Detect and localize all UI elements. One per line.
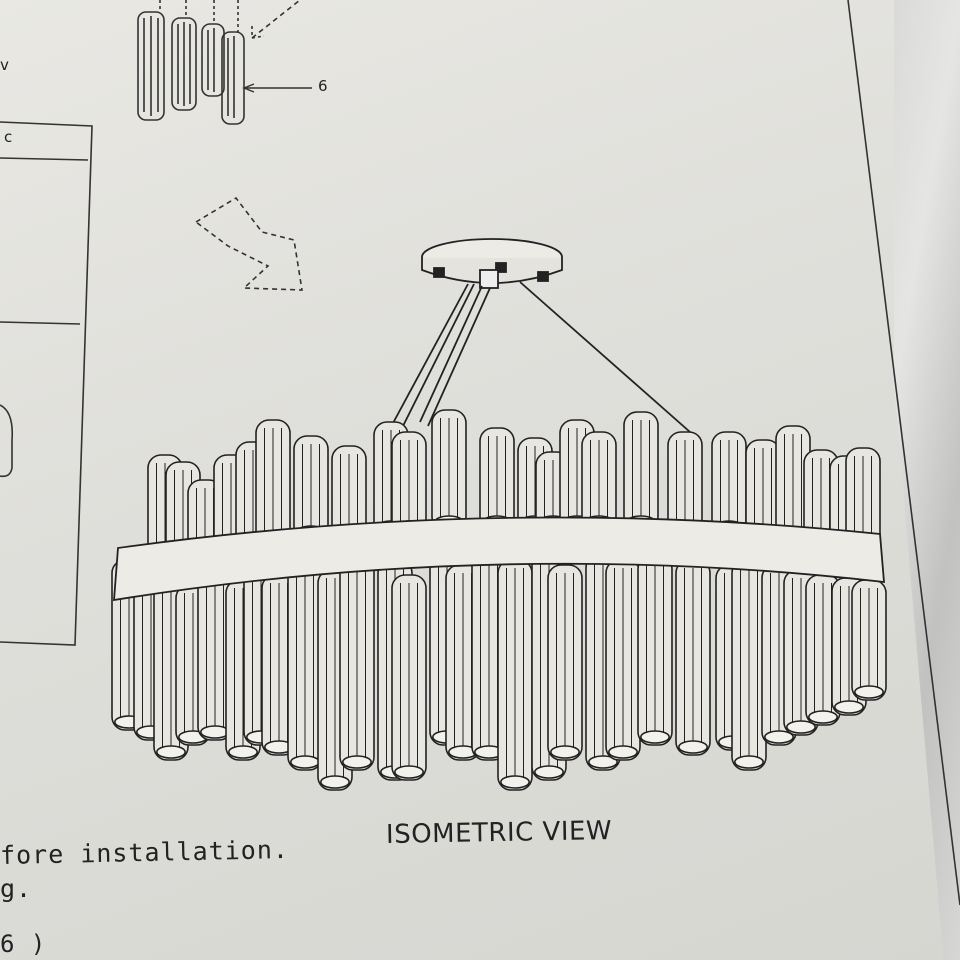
ceiling-canopy <box>421 238 563 289</box>
crystal-rod-lower <box>637 555 673 746</box>
crystal-rod-upper <box>293 435 329 541</box>
installation-note-2: g. <box>0 874 33 903</box>
crystal-rod-lower <box>339 555 375 771</box>
crystal-rod-upper <box>255 419 291 546</box>
crystal-rod-lower <box>287 559 323 771</box>
installation-note-3: 6 ) <box>0 930 47 958</box>
crystal-rod-lower <box>605 559 641 761</box>
crystal-rod-lower <box>497 559 533 791</box>
crystal-rod-upper <box>431 409 467 531</box>
chandelier-body <box>111 409 887 791</box>
installation-note-1: fore installation. <box>0 834 290 871</box>
chandelier-ring <box>113 516 885 602</box>
top-left-text-fragment: v <box>0 56 10 74</box>
crystal-detail <box>137 0 312 125</box>
crystal-rod-lower <box>851 579 887 701</box>
table-header-fragment: c <box>4 128 14 146</box>
spec-table-fragment <box>0 121 93 646</box>
figure-caption: ISOMETRIC VIEW <box>385 816 613 850</box>
crystal-rod-lower <box>547 564 583 761</box>
crystal-rod-upper <box>623 411 659 531</box>
crystal-rod-upper <box>581 431 617 531</box>
page-border-right <box>847 0 960 906</box>
crystal-rod-lower <box>675 559 711 756</box>
suspension-wires <box>391 281 691 433</box>
crystal-rod-lower <box>731 559 767 771</box>
crystal-rod-lower <box>391 574 427 781</box>
crystal-rod-upper <box>479 427 515 531</box>
crystal-rod-upper <box>745 439 781 541</box>
callout-label: 6 <box>318 77 329 95</box>
crystal-rod-upper <box>711 431 747 536</box>
dashed-arrow-icon <box>194 196 303 291</box>
